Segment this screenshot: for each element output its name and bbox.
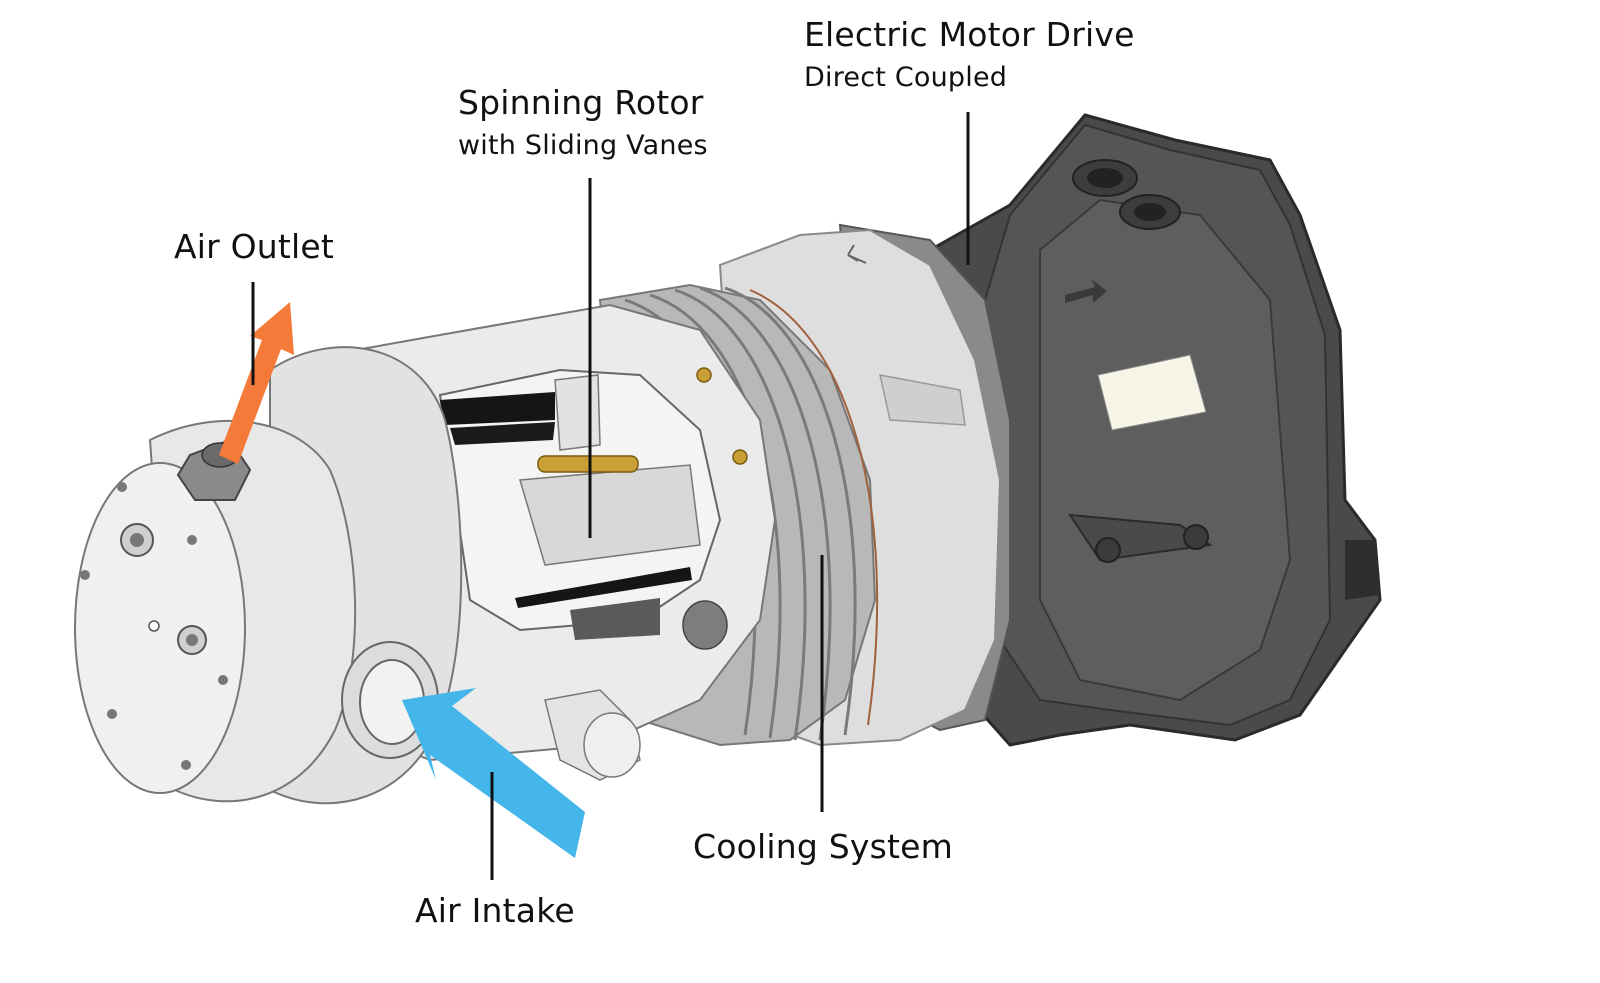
motor-drive-housing (928, 113, 1382, 747)
rotor-subtitle: with Sliding Vanes (458, 130, 708, 161)
end-housing (74, 346, 463, 805)
motor-drive-subtitle: Direct Coupled (804, 62, 1008, 93)
motor-drive-title: Electric Motor Drive (804, 15, 1135, 54)
rotor-title: Spinning Rotor (458, 83, 704, 122)
air-outlet-label: Air Outlet (174, 227, 335, 266)
cooling-system-label: Cooling System (693, 827, 953, 866)
air-intake-label: Air Intake (415, 891, 575, 930)
air-outlet-arrow (219, 302, 294, 464)
